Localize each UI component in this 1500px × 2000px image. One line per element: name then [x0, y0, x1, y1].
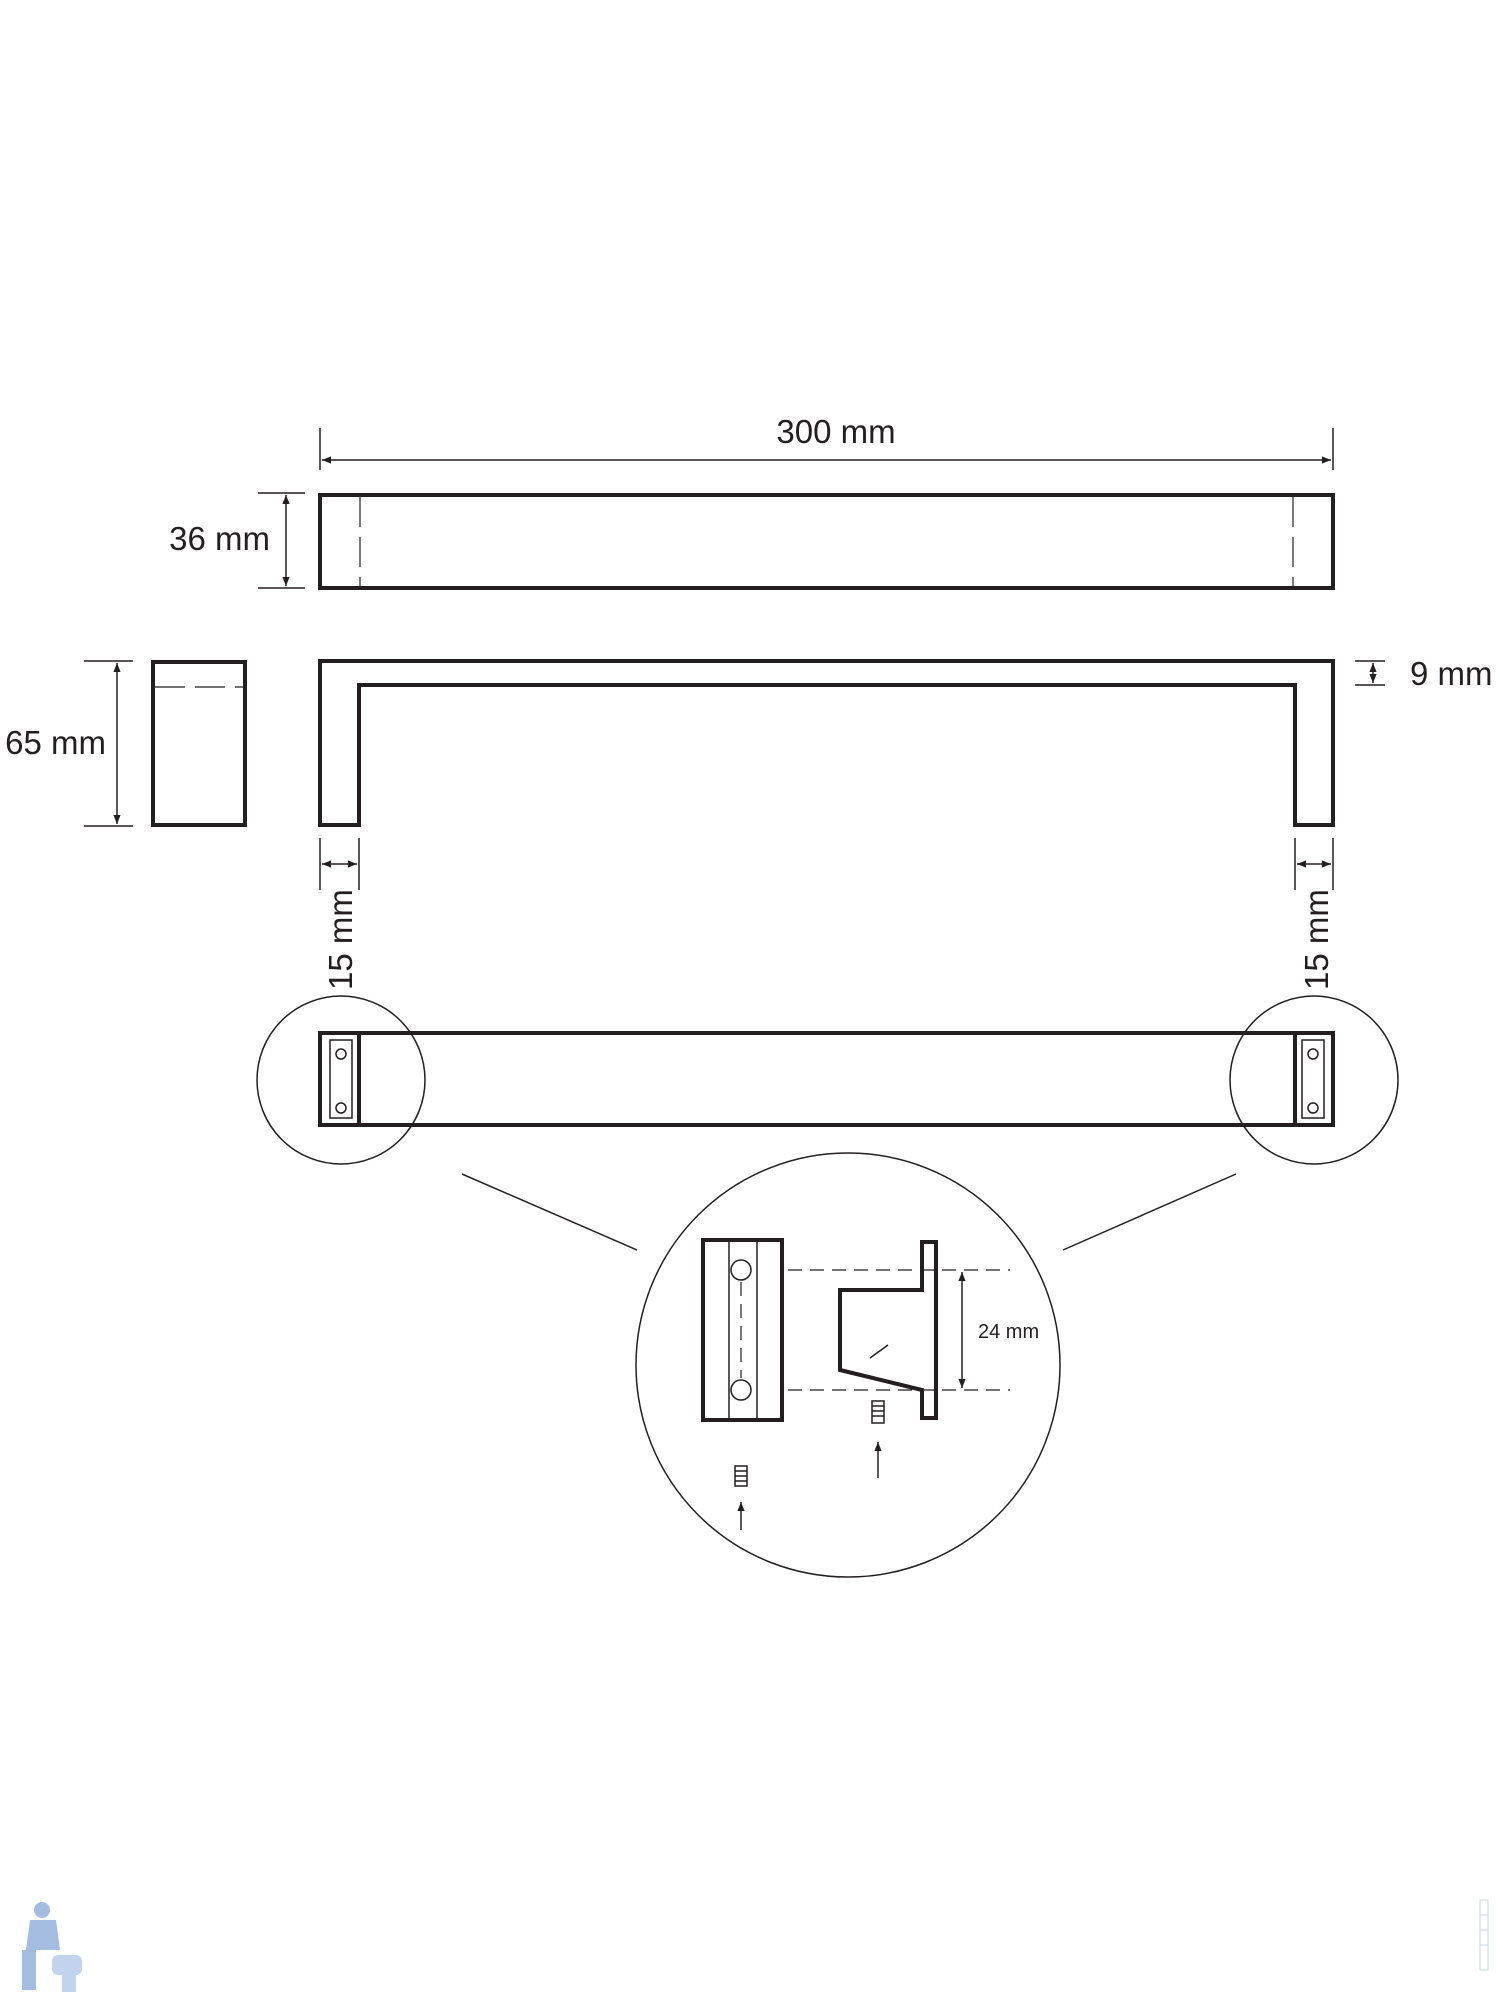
thickness-dimension: 9 mm	[1355, 655, 1493, 692]
hole-spacing-label: 24 mm	[978, 1321, 1039, 1343]
depth-dimension: 36 mm	[169, 492, 305, 589]
bottom-view	[256, 995, 1399, 1165]
plumber-logo-icon	[22, 1902, 82, 1992]
screw-right-icon	[871, 1400, 885, 1424]
front-view	[318, 659, 1335, 827]
length-dimension: 300 mm	[319, 413, 1334, 470]
thickness-label: 9 mm	[1410, 655, 1493, 692]
length-label: 300 mm	[776, 413, 895, 450]
leg-right-label: 15 mm	[1298, 889, 1335, 990]
height-dimension: 65 mm	[5, 660, 133, 827]
watermark-strip	[1479, 1899, 1489, 1971]
end-view	[151, 660, 247, 827]
height-label: 65 mm	[5, 724, 106, 761]
leg-left-dimension: 15 mm	[319, 838, 360, 990]
leg-right-dimension: 15 mm	[1294, 838, 1335, 990]
leg-left-label: 15 mm	[322, 889, 359, 990]
depth-label: 36 mm	[169, 520, 270, 557]
screw-left-icon	[734, 1465, 748, 1487]
mounting-detail: 24 mm	[635, 1152, 1061, 1578]
top-view	[318, 493, 1335, 590]
detail-leader-lines	[461, 1173, 1237, 1251]
